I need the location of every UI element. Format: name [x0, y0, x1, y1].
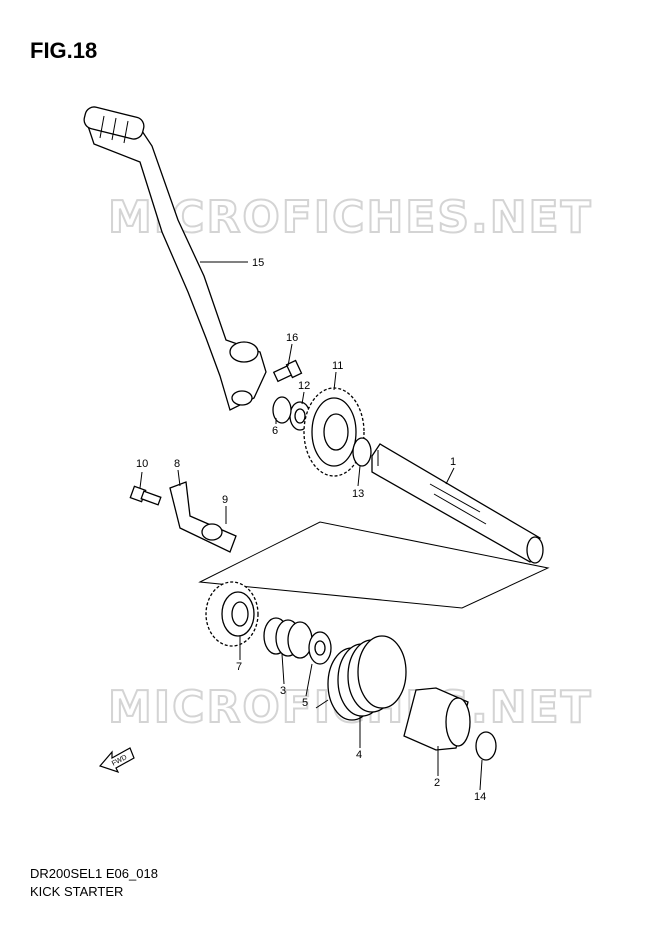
callout-1: 1 [450, 456, 456, 468]
callout-5: 5 [302, 697, 308, 709]
fwd-arrow-icon: FWD [98, 747, 135, 774]
watermark-top: MICROFICHES.NET [108, 192, 593, 243]
subassembly-outline [198, 521, 550, 609]
bolt-10 [129, 485, 162, 506]
callout-6: 6 [272, 425, 278, 437]
leader-lines [139, 261, 483, 791]
figure-title: FIG.18 [30, 38, 98, 63]
circlip-14 [475, 731, 497, 761]
callout-7: 7 [236, 661, 242, 673]
callout-2: 2 [434, 777, 440, 789]
callout-14: 14 [474, 791, 486, 803]
diagram-name: KICK STARTER [30, 884, 124, 899]
circlip-13 [352, 437, 372, 467]
callout-11: 11 [332, 360, 343, 372]
callout-9: 9 [222, 494, 228, 506]
drive-gear [205, 581, 259, 647]
callout-13: 13 [352, 488, 364, 500]
return-spring-4 [315, 635, 407, 721]
sleeve-2 [403, 687, 471, 751]
callout-16: 16 [286, 332, 298, 344]
kick-shaft [371, 443, 544, 564]
callout-4: 4 [356, 749, 362, 761]
washer-6 [272, 396, 292, 424]
bolt-16 [272, 359, 303, 383]
callout-15: 15 [252, 257, 264, 269]
callout-12: 12 [298, 380, 310, 392]
diagram-code: DR200SEL1 E06_018 [30, 866, 158, 881]
kick-lever [83, 106, 267, 411]
callout-3: 3 [280, 685, 286, 697]
spring-3 [263, 617, 313, 659]
plate-9 [201, 523, 223, 541]
kick-gear [303, 387, 365, 477]
callout-10: 10 [136, 458, 148, 470]
callout-labels: 15 16 12 11 6 1 13 10 8 9 7 3 5 4 2 14 [136, 257, 486, 803]
callout-8: 8 [174, 458, 180, 470]
